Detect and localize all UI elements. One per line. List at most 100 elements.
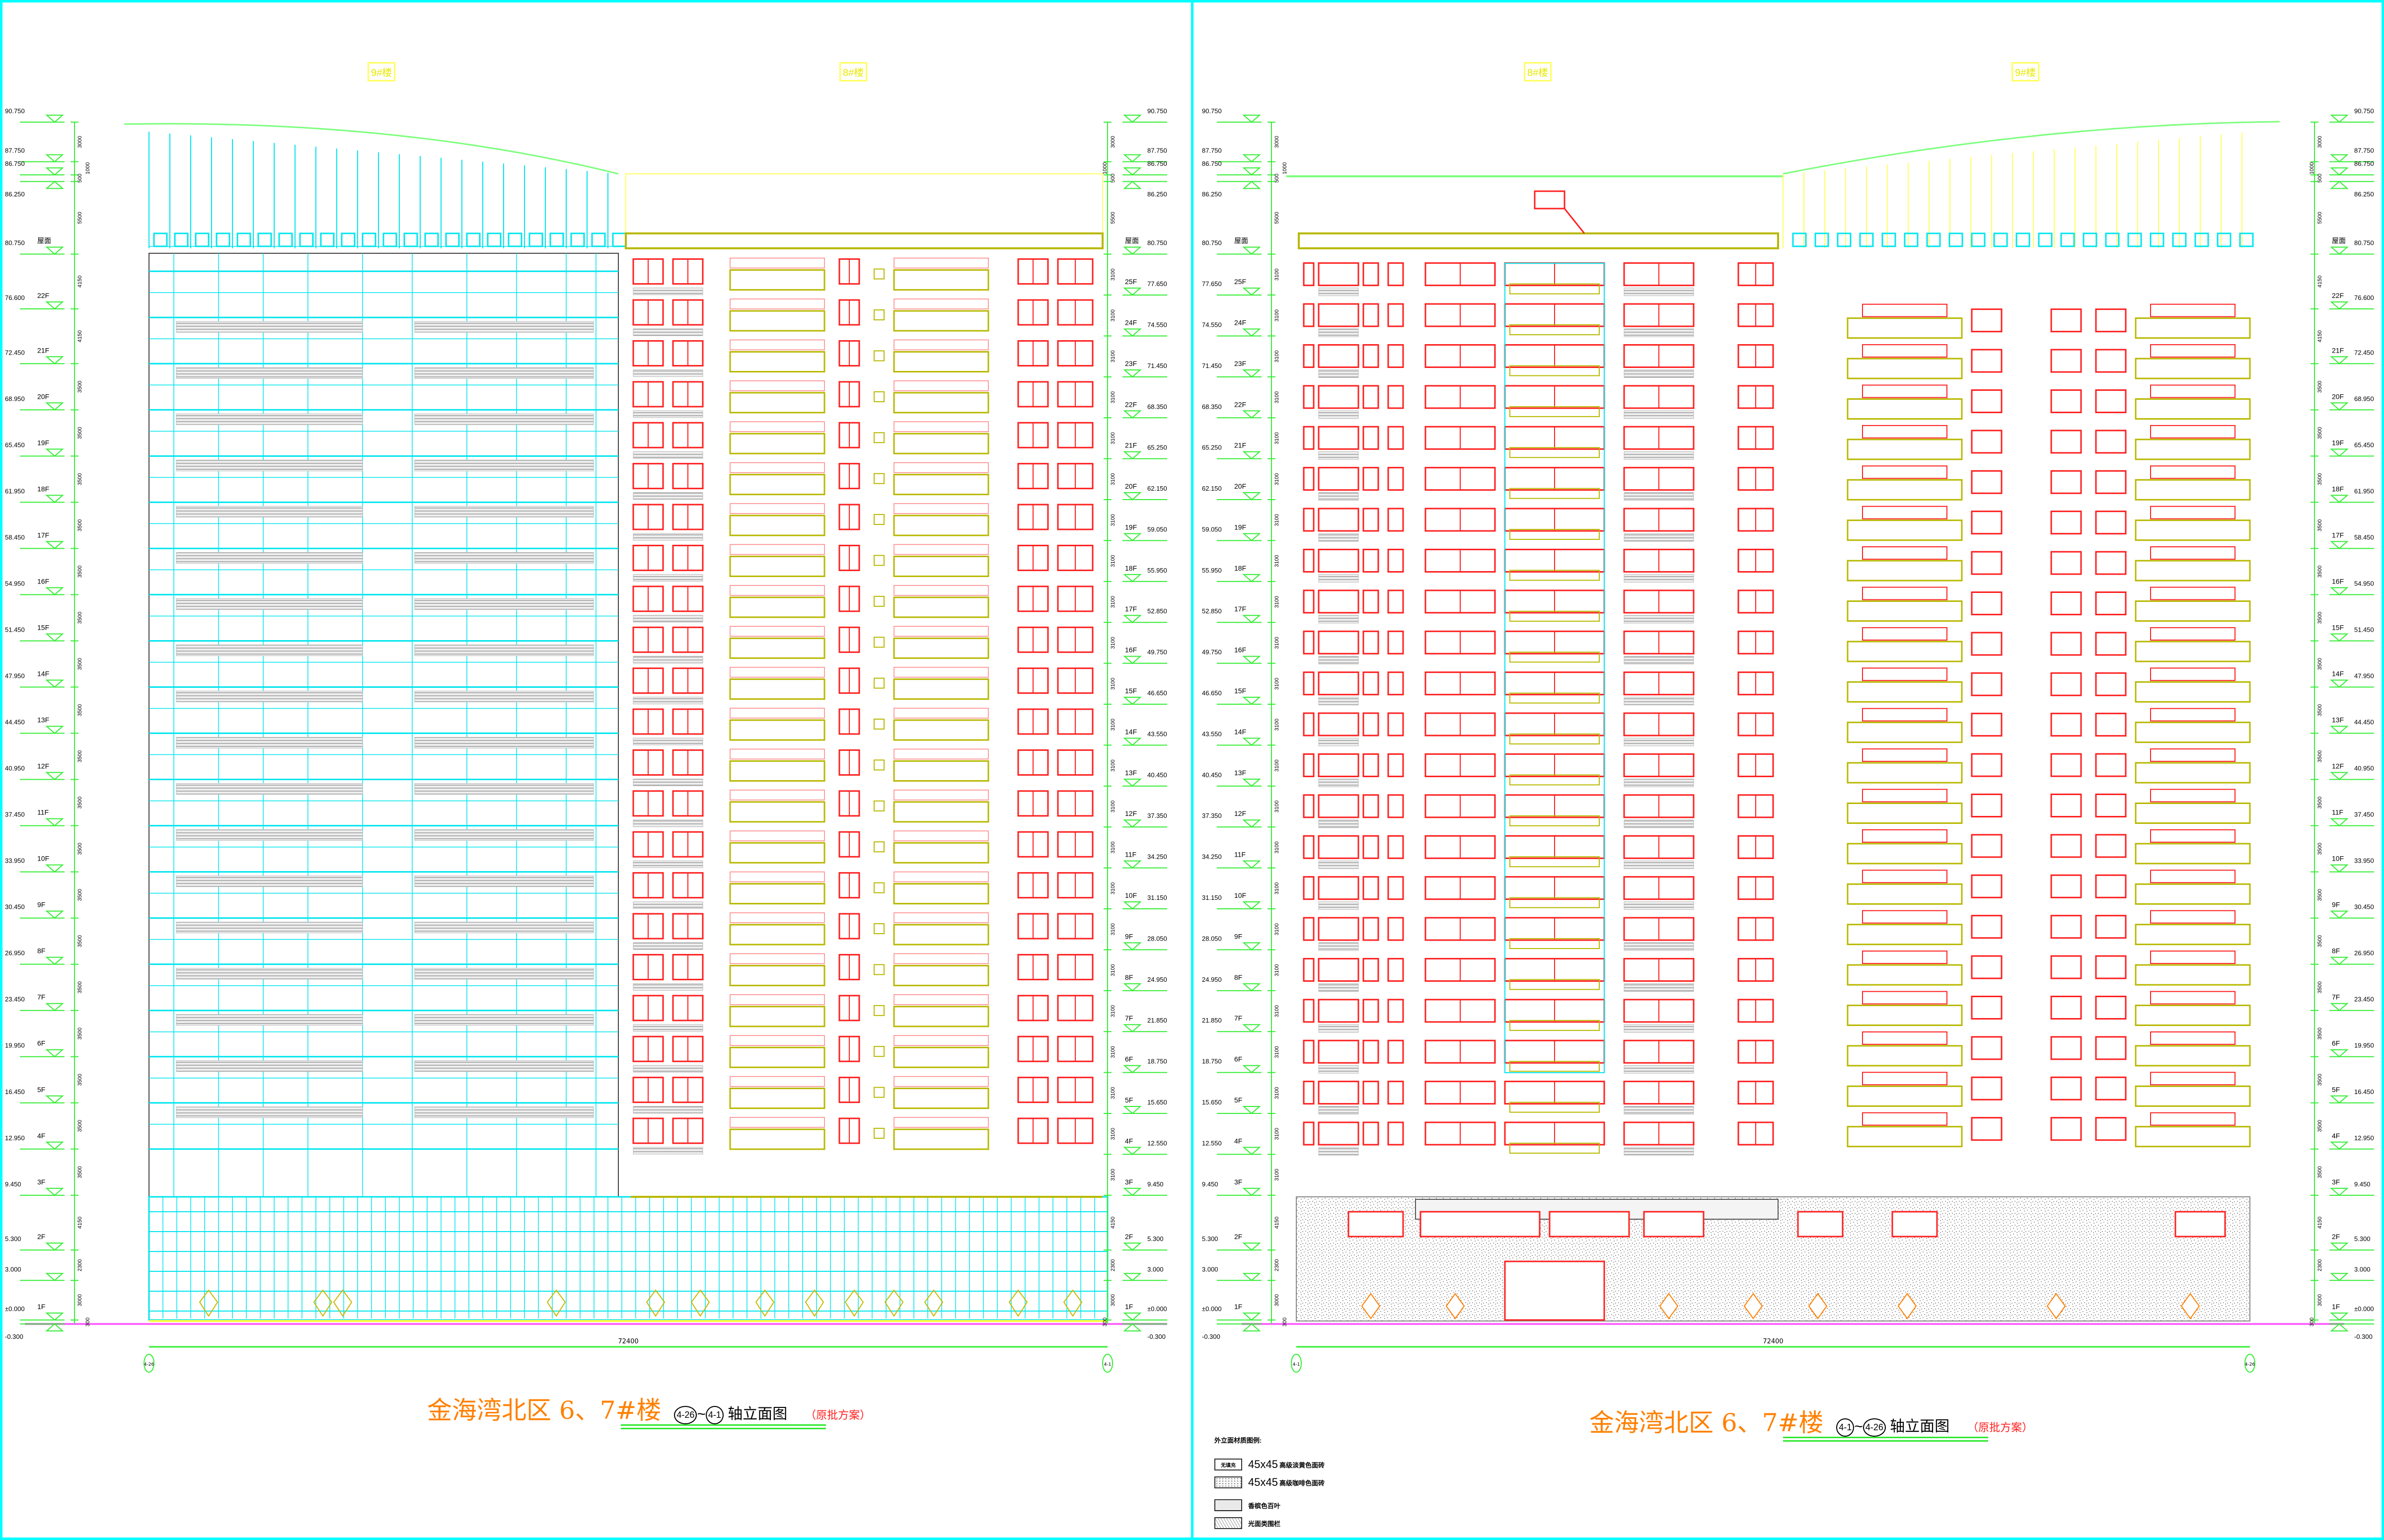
dimension-text: 3500 bbox=[77, 889, 83, 901]
level-floor: 4F bbox=[37, 1132, 45, 1140]
level-elevation: 5.300 bbox=[5, 1235, 21, 1243]
window bbox=[2095, 955, 2127, 979]
balcony-rail bbox=[894, 666, 989, 678]
window bbox=[1971, 430, 2003, 454]
louver-band bbox=[1624, 451, 1694, 460]
level-triangle-icon bbox=[1123, 942, 1142, 951]
window bbox=[1387, 1121, 1404, 1146]
level-triangle-icon bbox=[45, 541, 64, 549]
level-triangle-icon bbox=[45, 167, 64, 176]
window bbox=[1387, 712, 1404, 736]
balcony-rail bbox=[2150, 425, 2235, 439]
curtain-wall-outline bbox=[149, 253, 619, 1197]
louver-band bbox=[1318, 983, 1359, 992]
louver-band bbox=[1318, 288, 1359, 296]
window bbox=[2050, 1076, 2082, 1100]
roof-window bbox=[2083, 232, 2097, 247]
level-elevation: 28.050 bbox=[1202, 935, 1222, 942]
level-triangle-icon bbox=[45, 818, 64, 826]
level-floor: 3F bbox=[2332, 1178, 2340, 1186]
balcony-rail bbox=[1862, 344, 1947, 358]
dimension-text: 3500 bbox=[77, 658, 83, 670]
level-elevation: 86.250 bbox=[1147, 190, 1167, 198]
window bbox=[1362, 303, 1379, 327]
dimension-text: 3100 bbox=[1274, 637, 1280, 649]
level-floor: 8F bbox=[37, 947, 45, 955]
level-elevation: 72.450 bbox=[5, 349, 25, 356]
roof-window bbox=[2150, 232, 2164, 247]
louver-band bbox=[633, 983, 703, 991]
dimension-text: 500 bbox=[2317, 174, 2323, 183]
window bbox=[2050, 1117, 2082, 1141]
balcony-rail bbox=[894, 748, 989, 760]
axis-range: 4-26~4-1 轴立面图 bbox=[674, 1405, 788, 1424]
level-elevation: 71.450 bbox=[1147, 362, 1167, 369]
level-elevation: 80.750 bbox=[1202, 239, 1222, 247]
window bbox=[1318, 917, 1359, 941]
level-triangle-icon bbox=[2330, 1095, 2349, 1104]
door-icon bbox=[2180, 1293, 2200, 1320]
core-window bbox=[1509, 856, 1600, 868]
level-triangle-icon bbox=[1242, 451, 1261, 459]
level-elevation: 90.750 bbox=[1147, 107, 1167, 115]
small-window bbox=[874, 309, 885, 321]
window bbox=[1362, 467, 1379, 491]
level-elevation: 52.850 bbox=[1202, 607, 1222, 615]
level-elevation: 30.450 bbox=[5, 903, 25, 911]
level-triangle-icon bbox=[2330, 726, 2349, 734]
level-triangle-icon bbox=[2330, 1313, 2349, 1321]
balcony-rail bbox=[730, 953, 825, 964]
level-elevation: 26.950 bbox=[2354, 950, 2374, 957]
axis-bubble bbox=[2244, 1354, 2255, 1373]
level-floor: 2F bbox=[37, 1233, 45, 1241]
window bbox=[1971, 349, 2003, 373]
roof-curve bbox=[124, 123, 619, 175]
level-floor: 2F bbox=[2332, 1233, 2340, 1241]
balcony-rail bbox=[2150, 303, 2235, 317]
balcony-window bbox=[893, 719, 989, 741]
balcony-rail bbox=[2150, 708, 2235, 722]
level-triangle-icon bbox=[2330, 772, 2349, 780]
level-floor: 8F bbox=[1234, 973, 1242, 981]
level-triangle-icon bbox=[45, 956, 64, 965]
dimension-text: 3100 bbox=[1110, 350, 1116, 362]
level-triangle-icon bbox=[45, 246, 64, 255]
dimension-text: 3500 bbox=[77, 381, 83, 393]
view-label: 轴立面图 bbox=[728, 1406, 788, 1422]
level-triangle-icon bbox=[1242, 819, 1261, 828]
level-elevation: 3.000 bbox=[2354, 1265, 2371, 1273]
balcony-rail bbox=[730, 339, 825, 351]
window bbox=[1303, 712, 1315, 736]
window bbox=[2095, 1076, 2127, 1100]
scheme-note: （原批方案） bbox=[1967, 1422, 2033, 1434]
balcony-rail bbox=[1862, 546, 1947, 560]
window bbox=[1971, 591, 2003, 615]
level-triangle-icon bbox=[2330, 1243, 2349, 1251]
balcony-window bbox=[1847, 600, 1963, 622]
door-icon bbox=[646, 1289, 666, 1317]
balcony-rail bbox=[730, 830, 825, 841]
door-icon bbox=[1063, 1289, 1083, 1317]
axis-label: 4-1 bbox=[1104, 1362, 1112, 1367]
roof-window bbox=[257, 232, 272, 247]
level-elevation: 90.750 bbox=[5, 107, 25, 115]
dimension-text: 3500 bbox=[77, 566, 83, 578]
balcony-window bbox=[729, 719, 825, 741]
dimension-text: 4150 bbox=[2317, 276, 2323, 288]
dimension-text: 3100 bbox=[1274, 1046, 1280, 1058]
roof-window bbox=[445, 232, 460, 247]
level-floor: 16F bbox=[1234, 646, 1246, 654]
balcony-rail bbox=[1862, 425, 1947, 439]
level-elevation: 58.450 bbox=[2354, 533, 2374, 541]
level-elevation: 44.450 bbox=[2354, 719, 2374, 726]
roof-window bbox=[278, 232, 293, 247]
building-tag-right-1: 8#楼 bbox=[1524, 62, 1552, 81]
balcony-rail bbox=[730, 298, 825, 309]
louver-band bbox=[414, 644, 594, 656]
level-floor: 11F bbox=[1234, 851, 1246, 859]
louver-band bbox=[176, 644, 363, 656]
dimension-text: 3500 bbox=[2317, 797, 2323, 808]
dimension-text: 3100 bbox=[1110, 841, 1116, 853]
level-floor: 1F bbox=[2332, 1303, 2340, 1311]
